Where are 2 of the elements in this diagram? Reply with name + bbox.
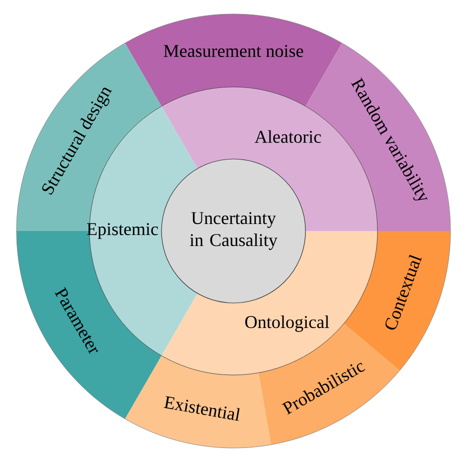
outer-ring-segment: Existential xyxy=(124,356,272,448)
outer-ring-segment: Measurement noise xyxy=(124,14,342,106)
